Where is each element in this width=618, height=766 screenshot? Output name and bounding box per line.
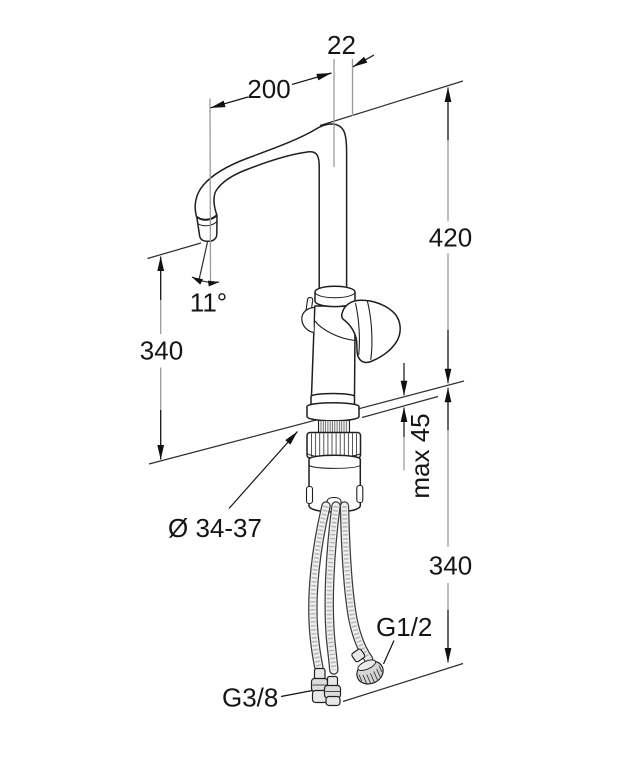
hose-end-line (342, 662, 464, 703)
sleeve-tab-left (305, 485, 314, 505)
sleeve-rim-line (308, 465, 361, 469)
g38-fitting-left (310, 667, 329, 704)
lock-nut-serrations (311, 433, 357, 458)
spout-tip-extension-line (147, 242, 202, 260)
reference-lines (147, 80, 465, 703)
riser-collar-top-arc (314, 291, 356, 299)
dimension-labels: 22 200 420 340 11° max 45 Ø 34-37 340 G1… (140, 30, 472, 713)
body-shoulder-line (314, 320, 356, 342)
angle-annotation (191, 241, 220, 287)
lever-handle (341, 299, 401, 364)
connection-hoses (308, 501, 374, 675)
aerator-seam-line (197, 221, 218, 227)
diameter-leader-line (228, 431, 298, 509)
dim-label-connection-large: G1/2 (376, 612, 432, 642)
hose-fittings (310, 648, 384, 707)
shank-thread-hatch (320, 420, 347, 435)
dim-label-pipe-diameter: 22 (327, 30, 356, 60)
spout-top-extension-line (319, 80, 464, 127)
mounting-sleeve (308, 454, 362, 513)
dim-label-height-above-deck: 420 (429, 223, 472, 253)
dimension-arrows (157, 54, 452, 698)
angle-arc (191, 276, 220, 287)
deck-line (148, 380, 465, 465)
outlet-axis-line (209, 98, 212, 284)
sleeve-tab-right (356, 484, 364, 504)
angle-tilted-line (198, 241, 209, 282)
base-flange-lower (306, 402, 360, 422)
counter-bottom-line (361, 395, 439, 419)
body-side-bump (301, 306, 315, 334)
g38-fitting-right (323, 675, 342, 707)
spout-tube (194, 123, 348, 290)
dim-label-spout-reach: 200 (247, 74, 290, 104)
dim-label-connection-small: G3/8 (222, 683, 278, 713)
g12-fitting (351, 648, 384, 685)
sleeve-bottom-clip (326, 496, 342, 513)
g12-leader-line (382, 640, 395, 665)
dim-label-mounting-hole-diameter: Ø 34-37 (168, 513, 262, 543)
dim-label-outlet-height: 340 (140, 336, 183, 366)
lever-ridge-line-1 (354, 302, 360, 356)
dim-label-hose-length: 340 (429, 551, 472, 581)
extension-lines-over (209, 59, 354, 284)
dim-label-outlet-angle: 11° (190, 288, 227, 318)
dim-label-max-counter-thickness: max 45 (405, 413, 435, 498)
faucet-illustration (194, 123, 401, 513)
lever-ridge-line-2 (366, 300, 373, 361)
aerator-tip (196, 214, 218, 243)
g38-leader-line (280, 689, 313, 698)
dimension-lines-gray (160, 99, 449, 648)
